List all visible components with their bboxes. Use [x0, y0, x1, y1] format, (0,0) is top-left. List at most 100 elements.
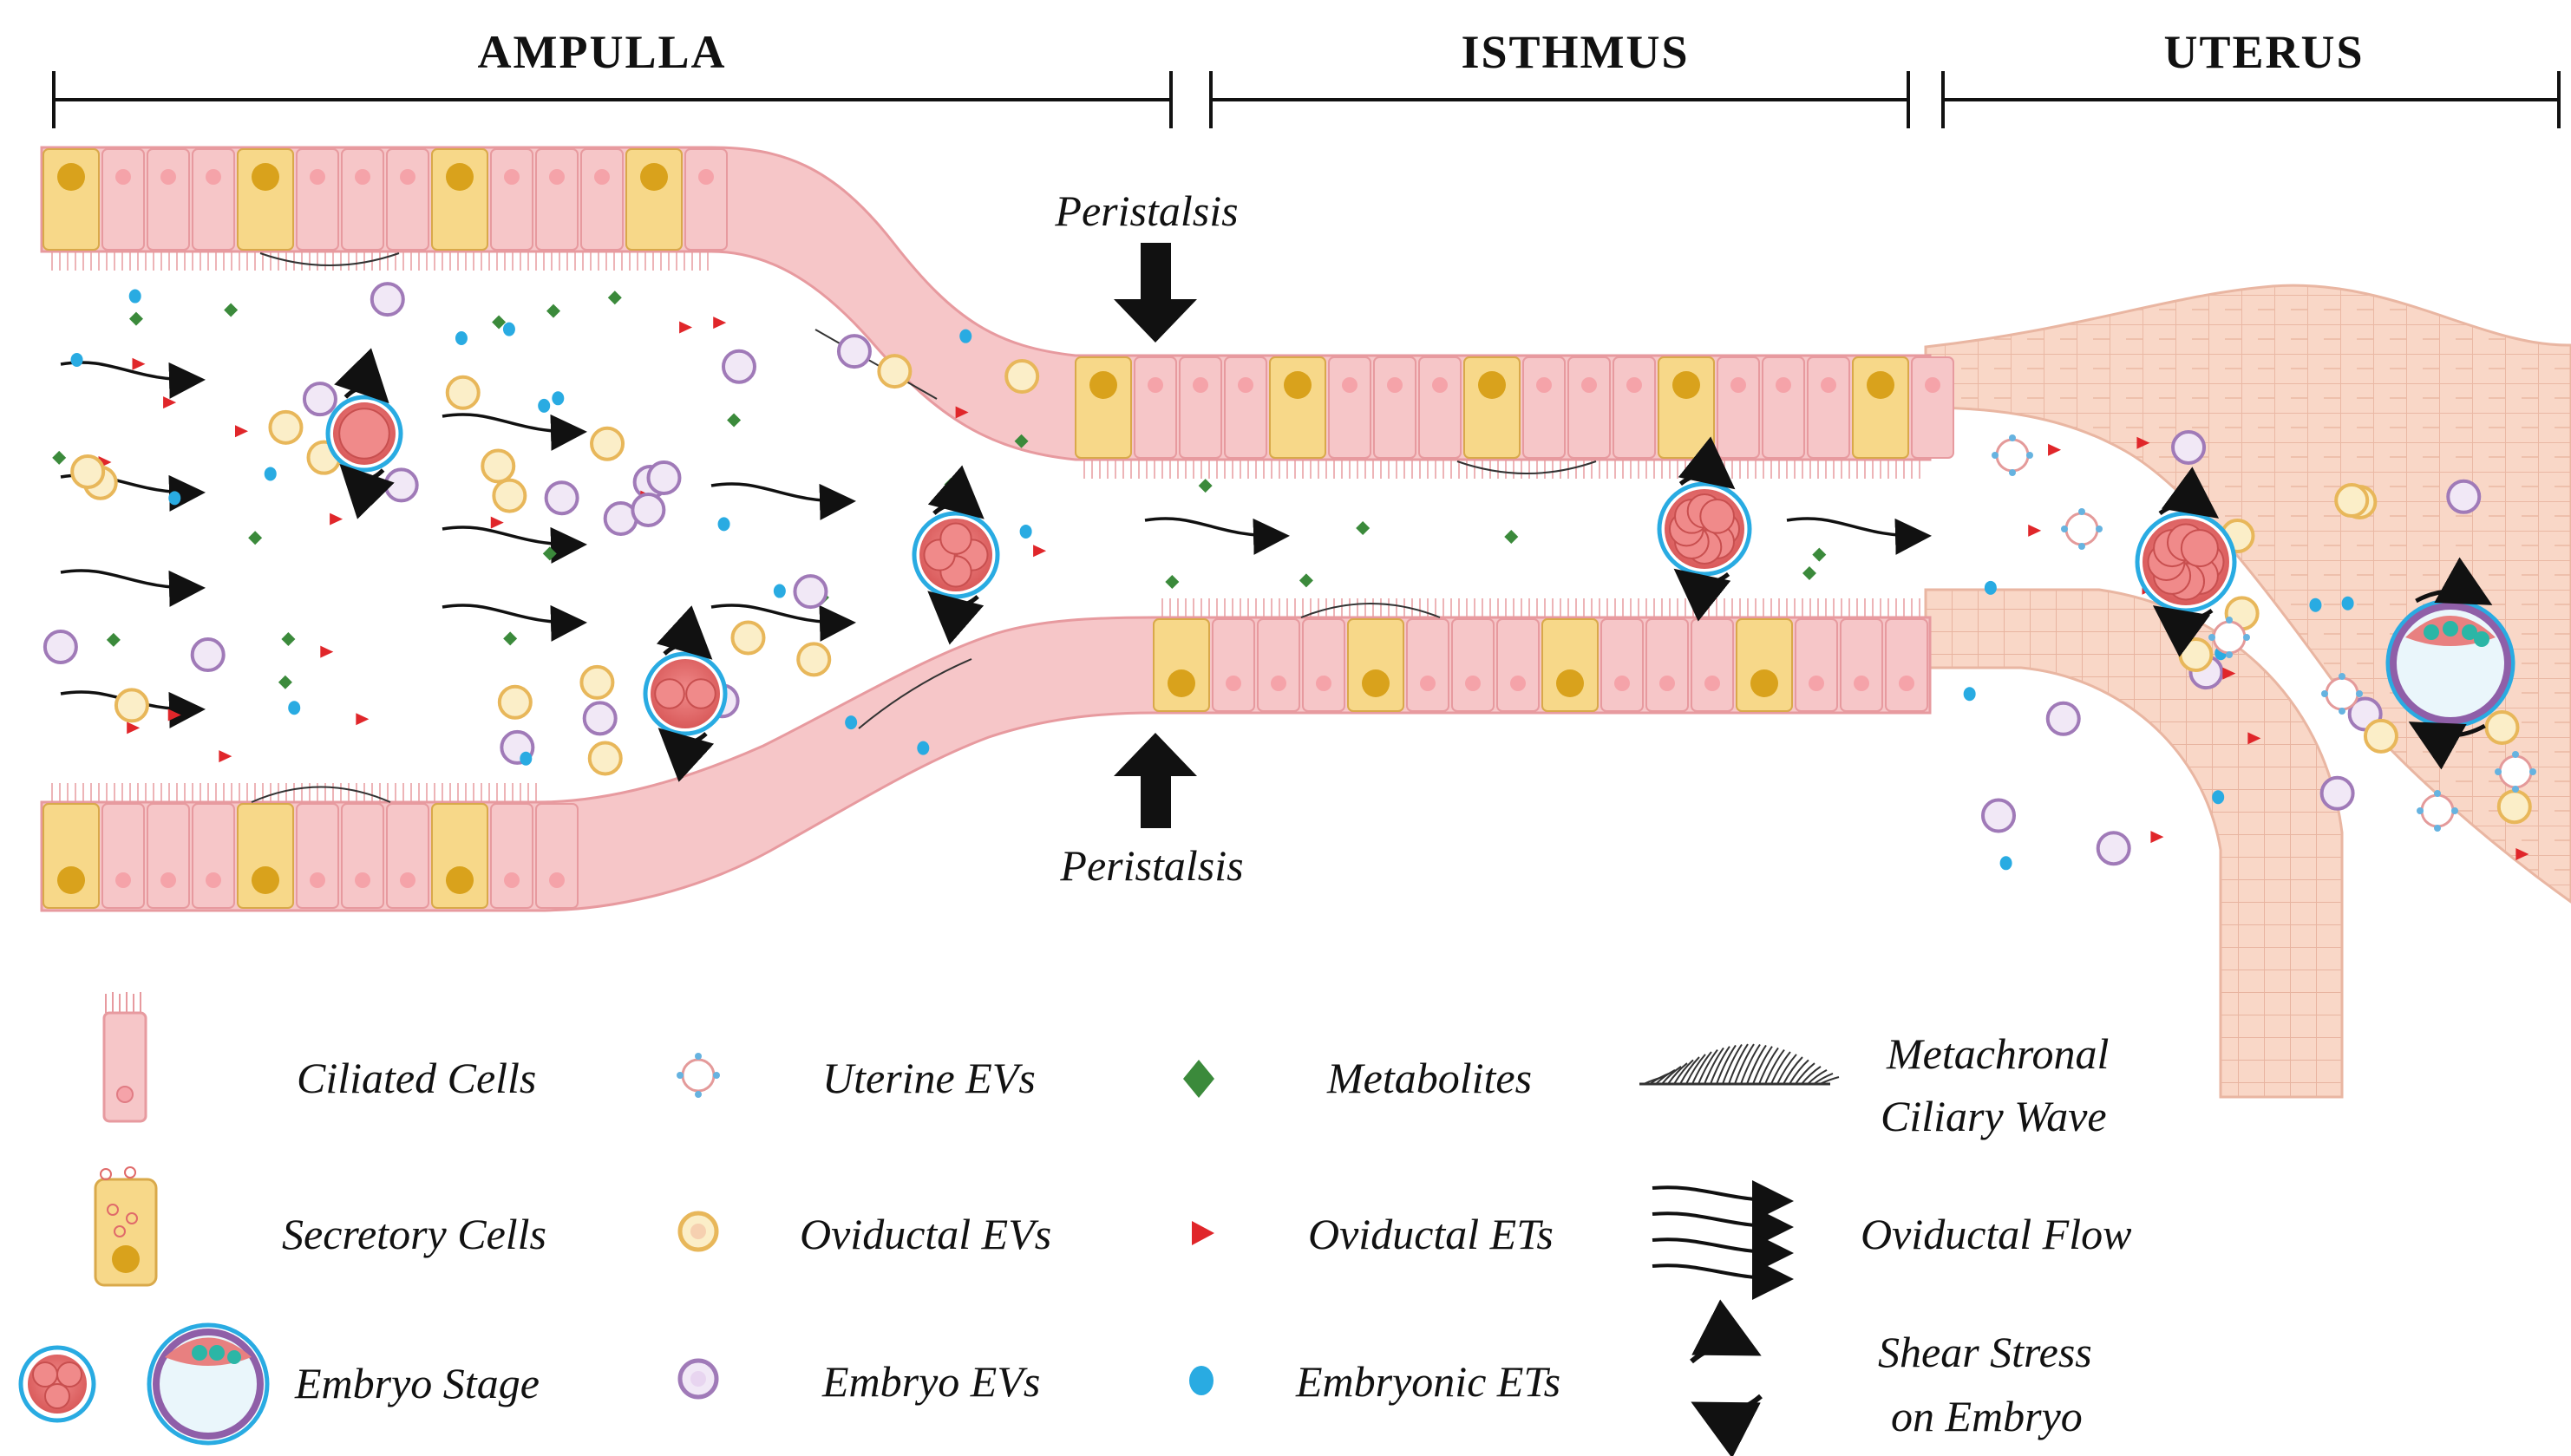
cilium-stroke — [1783, 1056, 1803, 1085]
embryonic-et-icon — [128, 289, 141, 304]
ciliated-cell — [192, 803, 235, 909]
ciliated-cell — [341, 803, 384, 909]
cilium-stroke — [1704, 1047, 1724, 1085]
oviductal-ev-icon — [730, 620, 766, 656]
cilium-stroke — [1655, 1068, 1676, 1085]
legend-embryonic-ets-label: Embryonic ETs — [1295, 1357, 1560, 1406]
embryo-ev-icon — [383, 467, 419, 503]
cilium-stroke — [1661, 1066, 1682, 1085]
oviductal-ev-icon — [587, 741, 623, 776]
secretory-cell — [1541, 618, 1599, 712]
embryonic-et-icon — [70, 352, 83, 367]
ciliated-cell — [1600, 618, 1644, 712]
ciliated-cell — [1717, 356, 1760, 459]
embryo-ev-icon — [2096, 831, 2131, 866]
metabolite-icon — [492, 315, 507, 330]
ciliated-cell — [1328, 356, 1371, 459]
ciliated-cell — [684, 148, 728, 251]
embryo-ev-icon — [2045, 701, 2081, 736]
cell-nucleus — [1238, 377, 1253, 393]
oviductal-ev-icon — [445, 375, 481, 410]
oviductal-et-icon — [163, 396, 177, 409]
cell-nucleus — [1730, 377, 1746, 393]
embryo-icon — [325, 348, 403, 519]
cell-nucleus — [1226, 676, 1241, 691]
ciliated-cell — [1885, 618, 1928, 712]
cell-nucleus — [115, 872, 131, 888]
cell-nucleus — [640, 163, 668, 191]
cilium-stroke — [1716, 1044, 1737, 1085]
cell-nucleus — [206, 872, 221, 888]
legend-embryonic-et-icon — [1189, 1366, 1214, 1395]
embryo-icon — [643, 605, 728, 782]
legend-secretory-cell-icon — [94, 1166, 158, 1287]
embryo-ev-icon — [190, 637, 226, 673]
cell-nucleus — [1510, 676, 1526, 691]
embryo-progression — [325, 348, 2515, 782]
cilium-stroke — [1813, 1072, 1834, 1085]
legend-uterine-ev-icon — [677, 1053, 720, 1098]
oviductal-ev-icon — [877, 354, 913, 389]
cilium-stroke — [1728, 1043, 1749, 1085]
oviductal-et-icon — [2028, 524, 2042, 537]
oviductal-ev-icon — [497, 684, 533, 720]
embryonic-et-icon — [520, 751, 533, 766]
cell-nucleus — [310, 872, 325, 888]
cell-nucleus — [1284, 371, 1312, 399]
secretory-cell — [1347, 618, 1404, 712]
cell-nucleus — [310, 169, 325, 185]
cilium-stroke — [1722, 1043, 1743, 1085]
metabolite-icon — [106, 632, 121, 647]
cell-nucleus — [594, 169, 610, 185]
legend-metabolite-icon — [1183, 1060, 1214, 1098]
secretory-cell — [1153, 618, 1210, 712]
embryonic-et-icon — [455, 330, 468, 345]
cilium-stroke — [1752, 1046, 1773, 1085]
secretory-cell — [43, 803, 100, 909]
embryo-ev-icon — [544, 480, 579, 516]
cilium-stroke — [1679, 1056, 1700, 1085]
cell-nucleus — [698, 169, 714, 185]
secretory-cell — [1463, 356, 1521, 459]
cell-nucleus — [57, 866, 85, 894]
embryonic-et-icon — [1984, 580, 1997, 595]
oviductal-et-icon — [2515, 847, 2529, 860]
legend-secretory-cells-label: Secretory Cells — [282, 1210, 546, 1258]
ciliated-cell — [1406, 618, 1449, 712]
legend-ciliary-wave-line1: Metachronal — [1886, 1029, 2109, 1078]
oviductal-et-icon — [320, 645, 334, 658]
ciliated-cell — [1522, 356, 1566, 459]
embryo-icon — [1657, 436, 1752, 622]
ciliated-cell — [341, 148, 384, 251]
oviductal-et-icon — [2150, 831, 2164, 844]
cell-nucleus — [1432, 377, 1448, 393]
oviductal-et-icon — [2222, 667, 2236, 680]
flow-arrow — [442, 604, 587, 642]
ciliated-cell — [296, 148, 339, 251]
uterine-ev-icon — [2495, 751, 2536, 793]
embryo-ev-icon — [721, 349, 756, 384]
oviductal-et-icon — [356, 713, 370, 726]
lumen-particles — [43, 282, 2536, 871]
embryonic-et-icon — [264, 467, 277, 481]
ciliated-cell — [1302, 618, 1345, 712]
cell-nucleus — [504, 169, 520, 185]
cilium-stroke — [1795, 1062, 1815, 1085]
legend-shear-stress-line2: on Embryo — [1891, 1392, 2083, 1440]
oviductal-ev-icon — [2334, 483, 2370, 519]
flow-arrow — [1786, 517, 1932, 555]
ciliated-cell — [147, 803, 190, 909]
cell-nucleus — [1659, 676, 1675, 691]
flow-arrow — [60, 569, 206, 607]
flow-arrow — [710, 604, 856, 642]
cell-nucleus — [446, 163, 474, 191]
embryonic-et-icon — [773, 584, 786, 598]
oviductal-ev-icon — [2484, 709, 2520, 745]
ciliated-cell — [1807, 356, 1850, 459]
legend-shear-stress-line1: Shear Stress — [1878, 1328, 2092, 1376]
cilium-stroke — [1734, 1043, 1755, 1085]
cell-nucleus — [1168, 669, 1195, 697]
ciliated-cell — [147, 148, 190, 251]
cilium-stroke — [1789, 1059, 1809, 1085]
